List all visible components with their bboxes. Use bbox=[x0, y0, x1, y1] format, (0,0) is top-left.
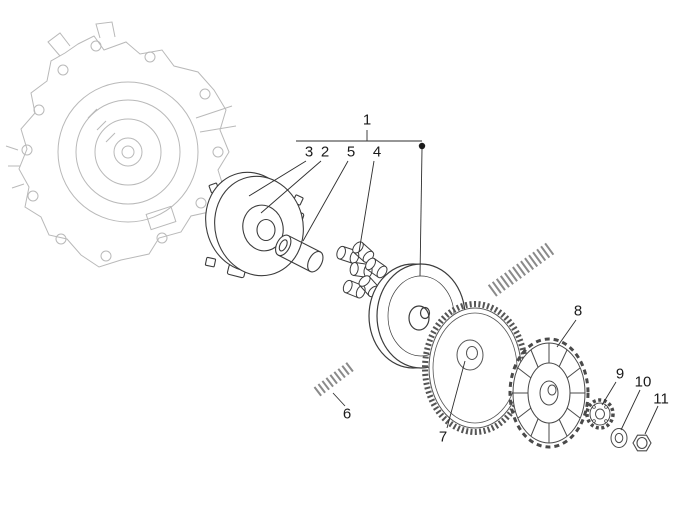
leader-1 bbox=[419, 148, 423, 277]
leader-11 bbox=[644, 405, 659, 435]
leader-3 bbox=[248, 160, 307, 197]
callout-4: 4 bbox=[372, 143, 382, 161]
callout-11: 11 bbox=[653, 390, 669, 408]
bushing bbox=[275, 234, 324, 273]
callout-7: 7 bbox=[438, 428, 448, 446]
leader-9 bbox=[601, 381, 617, 406]
callout-3: 3 bbox=[304, 143, 314, 161]
leader-8 bbox=[556, 319, 577, 348]
radial-fins bbox=[513, 343, 585, 443]
leader-6 bbox=[332, 392, 346, 407]
callout-1: 1 bbox=[362, 111, 372, 129]
roller bbox=[365, 257, 388, 279]
leader-10 bbox=[620, 389, 641, 431]
nut bbox=[632, 434, 652, 452]
callout-9: 9 bbox=[615, 365, 625, 383]
spring-segment bbox=[313, 361, 355, 397]
leader-group-1-bracket bbox=[296, 130, 422, 142]
leader-lines bbox=[248, 130, 659, 435]
callout-2: 2 bbox=[320, 143, 330, 161]
callout-6: 6 bbox=[342, 405, 352, 423]
leader-5 bbox=[302, 160, 349, 242]
leader-2 bbox=[260, 160, 322, 214]
washer bbox=[610, 428, 628, 448]
callout-8: 8 bbox=[573, 302, 583, 320]
roller bbox=[336, 245, 360, 264]
callout-1-dot bbox=[418, 142, 426, 150]
callout-10: 10 bbox=[634, 373, 652, 391]
crankcase-drawing bbox=[5, 21, 237, 268]
hub-gear bbox=[585, 398, 615, 430]
finned-pulley-half bbox=[508, 337, 590, 449]
belt-segment bbox=[487, 241, 557, 297]
leader-7 bbox=[446, 360, 466, 429]
leader-4 bbox=[358, 160, 375, 253]
callout-5: 5 bbox=[346, 143, 356, 161]
scalloped-rim bbox=[508, 337, 590, 449]
variator-back-plate bbox=[204, 171, 305, 279]
guide-shoe bbox=[204, 256, 217, 268]
wheel-hub bbox=[456, 339, 484, 371]
